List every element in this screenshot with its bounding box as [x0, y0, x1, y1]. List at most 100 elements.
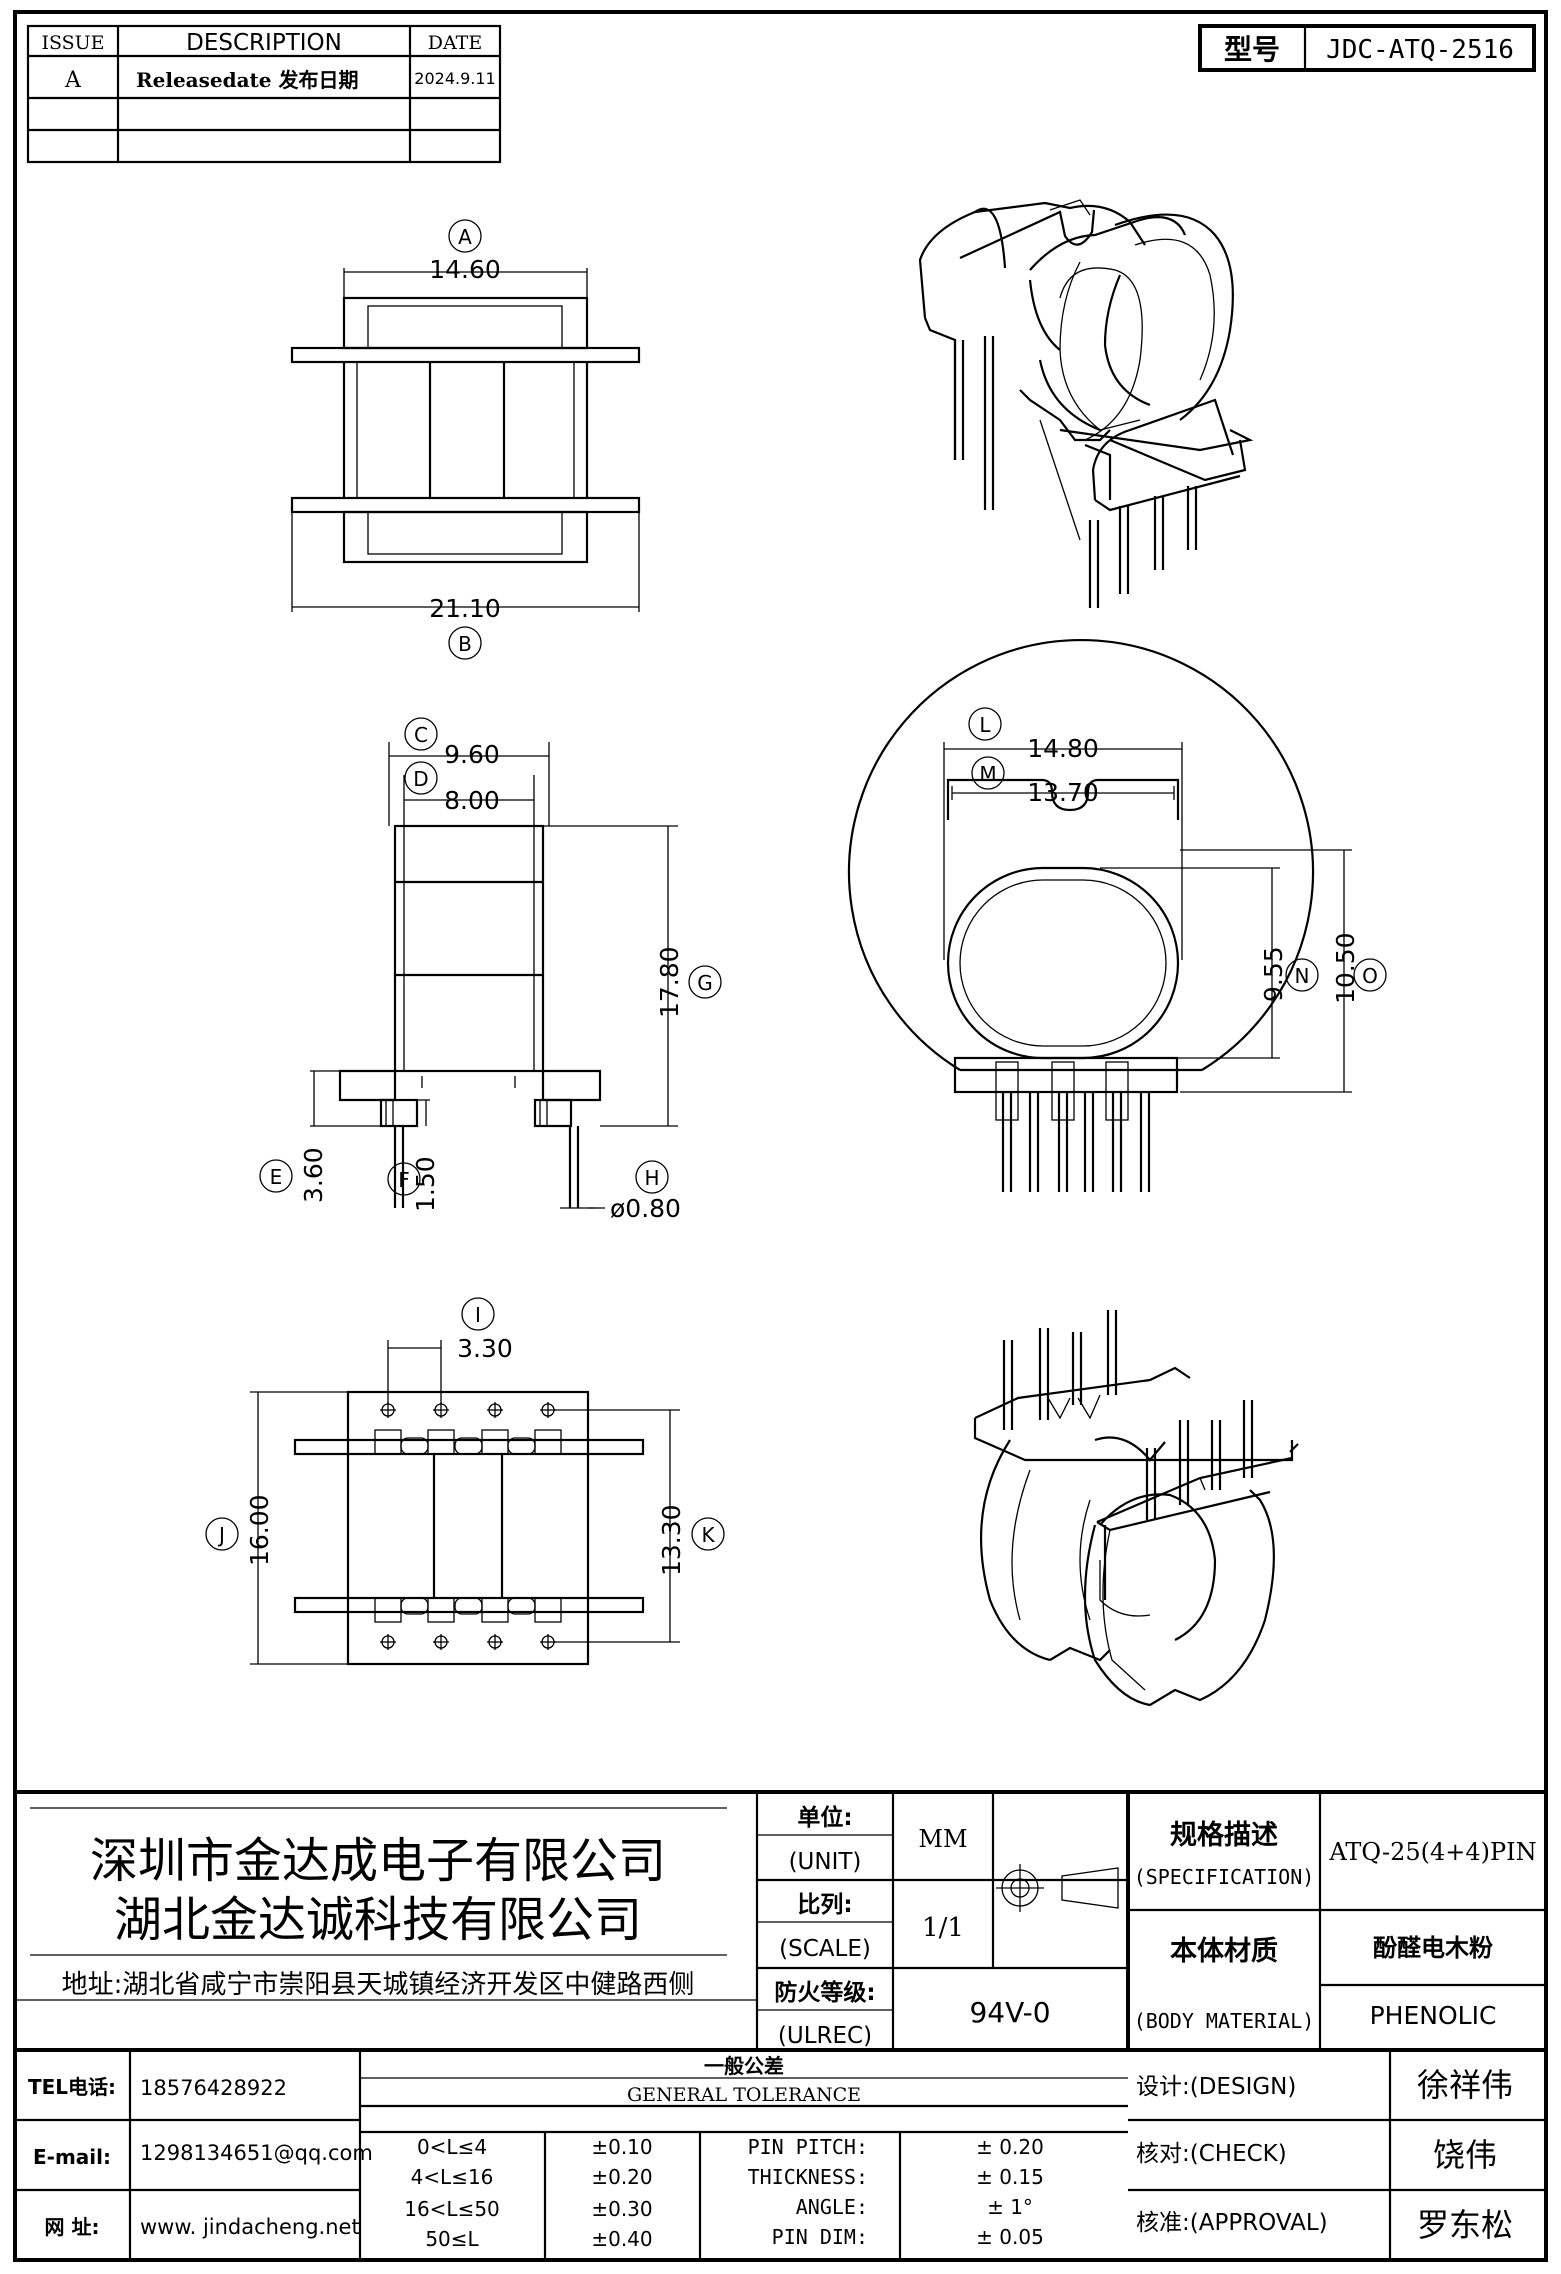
date-header: DATE: [428, 32, 482, 54]
unit-label-cn: 单位:: [797, 1804, 852, 1831]
checker-name: 饶伟: [1433, 2136, 1497, 2174]
side-view: [310, 742, 678, 1209]
svg-text:H: H: [644, 1166, 659, 1190]
dim-c-value: 9.60: [444, 740, 500, 769]
spec-label-cn: 规格描述: [1170, 1820, 1278, 1851]
material-value-en: PHENOLIC: [1370, 2001, 1497, 2030]
material-label-cn: 本体材质: [1170, 1936, 1278, 1967]
revision-table: ISSUE DESCRIPTION DATE A Releasedate 发布日…: [26, 24, 502, 164]
dim-e-value: 3.60: [299, 1147, 328, 1203]
svg-text:M: M: [979, 762, 996, 786]
balloon-h: H: [635, 1160, 669, 1194]
balloon-a: A: [448, 219, 482, 253]
tolerance-item-value: ± 0.05: [976, 2225, 1044, 2249]
svg-text:E: E: [270, 1165, 283, 1189]
approval-label: 核准:(APPROVAL): [1136, 2210, 1328, 2236]
designer-name: 徐祥伟: [1417, 2066, 1513, 2104]
svg-text:C: C: [414, 723, 428, 747]
dim-m-value: 13.70: [1027, 778, 1099, 807]
dim-f-value: 1.50: [411, 1156, 440, 1212]
tolerance-title-en: GENERAL TOLERANCE: [627, 2084, 861, 2106]
tolerance-range: 16<L≤50: [404, 2197, 500, 2221]
tolerance-value: ±0.40: [591, 2227, 652, 2251]
material-value-cn: 酚醛电木粉: [1373, 1934, 1493, 1962]
dim-g-value: 17.80: [655, 946, 684, 1018]
dim-d-value: 8.00: [444, 786, 500, 815]
web-label: 网 址:: [45, 2215, 100, 2239]
balloon-b: B: [448, 626, 482, 660]
email-value: 1298134651@qq.com: [140, 2141, 373, 2165]
svg-text:B: B: [458, 632, 472, 656]
dim-k-value: 13.30: [657, 1504, 686, 1576]
end-view: [847, 639, 1352, 1192]
svg-text:A: A: [458, 225, 472, 249]
ulrec-label-cn: 防火等级:: [774, 1979, 875, 2006]
title-block: [15, 1790, 1546, 2052]
model-label: 型号: [1224, 33, 1280, 66]
svg-text:L: L: [979, 713, 991, 737]
balloon-m: M: [971, 756, 1005, 790]
dim-i-value: 3.30: [457, 1334, 513, 1363]
issue-header: ISSUE: [41, 32, 104, 54]
company-name-1: 深圳市金达成电子有限公司: [90, 1833, 666, 1889]
svg-text:D: D: [413, 767, 428, 791]
dim-b-value: 21.10: [429, 594, 501, 623]
ulrec-value: 94V-0: [969, 1996, 1050, 2029]
tel-value: 18576428922: [140, 2076, 287, 2100]
sheet-border: [13, 10, 1548, 2262]
tolerance-range: 4<L≤16: [411, 2165, 494, 2189]
dim-l-value: 14.80: [1027, 734, 1099, 763]
model-box: 型号 JDC-ATQ-2516: [1198, 24, 1536, 72]
company-name-2: 湖北金达诚科技有限公司: [114, 1892, 642, 1948]
design-label: 设计:(DESIGN): [1136, 2074, 1296, 2100]
svg-text:F: F: [398, 1168, 410, 1192]
tolerance-item: PIN PITCH:: [748, 2135, 868, 2159]
unit-label-en: (UNIT): [789, 1849, 862, 1875]
tolerance-range: 0<L≤4: [417, 2135, 487, 2159]
issue-cell: A: [64, 68, 82, 93]
front-view: [290, 268, 641, 612]
spec-value: ATQ-25(4+4)PIN: [1328, 1838, 1536, 1866]
tolerance-range: 50≤L: [425, 2227, 479, 2251]
company-address: 地址:湖北省咸宁市崇阳县天城镇经济开发区中健路西侧: [62, 1970, 695, 2000]
balloon-j: J: [205, 1517, 239, 1551]
tolerance-item: ANGLE:: [796, 2195, 868, 2219]
material-label-en: (BODY MATERIAL): [1134, 2009, 1315, 2033]
svg-text:O: O: [1362, 964, 1378, 988]
unit-value: MM: [918, 1825, 967, 1853]
description-header: DESCRIPTION: [186, 30, 342, 56]
tolerance-value: ±0.20: [591, 2165, 652, 2189]
svg-text:G: G: [697, 971, 713, 995]
balloon-l: L: [968, 707, 1002, 741]
ulrec-label-en: (ULREC): [778, 2023, 872, 2049]
balloon-k: K: [691, 1517, 725, 1551]
tolerance-title-cn: 一般公差: [704, 2054, 784, 2078]
svg-text:I: I: [475, 1303, 481, 1327]
tel-label: TEL电话:: [28, 2075, 116, 2099]
check-label: 核对:(CHECK): [1136, 2141, 1287, 2167]
tolerance-value: ±0.30: [591, 2197, 652, 2221]
scale-label-cn: 比列:: [797, 1892, 852, 1918]
balloon-e: E: [259, 1159, 293, 1193]
tolerance-value: ±0.10: [591, 2135, 652, 2159]
scale-label-en: (SCALE): [779, 1936, 871, 1962]
balloon-c: C: [404, 717, 438, 751]
svg-text:N: N: [1295, 964, 1310, 988]
projection-symbol: [996, 1864, 1119, 1912]
tolerance-item-value: ± 1°: [987, 2195, 1033, 2219]
balloon-o: O: [1353, 958, 1387, 992]
email-label: E-mail:: [33, 2145, 111, 2169]
dim-n-value: 9.55: [1259, 946, 1288, 1002]
tolerance-item: PIN DIM:: [772, 2225, 868, 2249]
isometric-view-top: [918, 199, 1254, 608]
tolerance-item: THICKNESS:: [748, 2165, 868, 2189]
tolerance-item-value: ± 0.20: [976, 2135, 1044, 2159]
balloon-d: D: [404, 761, 438, 795]
svg-text:J: J: [217, 1523, 225, 1547]
bottom-table: [15, 2050, 1546, 2260]
balloon-g: G: [688, 965, 722, 999]
tolerance-item-value: ± 0.15: [976, 2165, 1044, 2189]
svg-text:K: K: [701, 1523, 715, 1547]
